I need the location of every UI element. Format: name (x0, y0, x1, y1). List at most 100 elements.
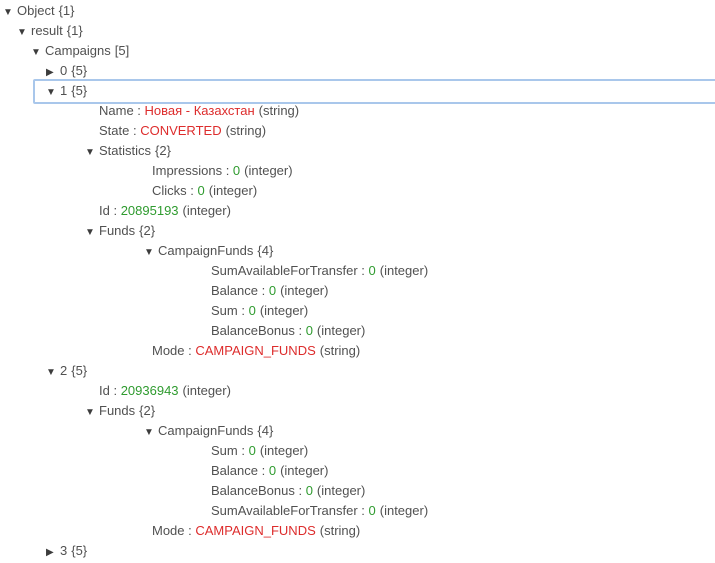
property-key: Sum (211, 303, 238, 318)
property-value: 20936943 (120, 383, 179, 398)
tree-node-row[interactable]: ▼2{5} (0, 361, 715, 381)
node-label[interactable]: Statistics (99, 143, 152, 158)
property-value: 0 (268, 463, 277, 478)
tree-node-row[interactable]: ▶ 3{5} (0, 541, 715, 561)
row-content: Mode : CAMPAIGN_FUNDS(string) (152, 341, 360, 361)
property-value: 0 (248, 443, 256, 458)
row-content: Impressions : 0(integer) (152, 161, 293, 181)
value-type-label: (integer) (208, 183, 258, 198)
row-content: ▶ 3{5} (46, 541, 87, 561)
collapse-triangle-icon[interactable]: ▼ (85, 227, 95, 238)
tree-leaf-row: Mode : CAMPAIGN_FUNDS(string) (0, 521, 715, 541)
collapse-triangle-icon[interactable]: ▼ (144, 427, 154, 438)
node-label[interactable]: CampaignFunds (158, 423, 254, 438)
tree-leaf-row: SumAvailableForTransfer : 0(integer) (0, 261, 715, 281)
value-type-label: (string) (319, 343, 361, 358)
row-content: ▶0{5} (46, 61, 87, 81)
key-value-separator: : (186, 183, 198, 198)
key-value-separator: : (109, 383, 121, 398)
row-content: ▼Object{1} (3, 1, 75, 21)
collapse-triangle-icon[interactable]: ▼ (46, 87, 56, 98)
row-content: Sum : 0(integer) (211, 441, 308, 461)
node-label[interactable]: Object (17, 3, 55, 18)
tree-node-row[interactable]: ▼CampaignFunds{4} (0, 421, 715, 441)
key-value-separator: : (294, 323, 306, 338)
tree-node-row[interactable]: ▼result{1} (0, 21, 715, 41)
property-key: State (99, 123, 130, 138)
property-key: Clicks (152, 183, 187, 198)
value-type-label: (integer) (280, 283, 329, 298)
child-count-badge: {2} (139, 403, 156, 418)
property-key: Id (99, 203, 110, 218)
key-value-separator: : (184, 343, 196, 358)
node-label[interactable]: 1 (60, 83, 68, 98)
tree-node-row[interactable]: ▼ Campaigns[5] (0, 41, 715, 61)
value-type-label: (integer) (316, 323, 366, 338)
tree-leaf-row: BalanceBonus : 0(integer) (0, 481, 715, 501)
value-type-label: (integer) (379, 503, 429, 518)
value-type-label: (integer) (259, 303, 309, 318)
node-label[interactable]: Funds (99, 223, 136, 238)
tree-node-row[interactable]: ▶0{5} (0, 61, 715, 81)
row-content: ▼ Funds{2} (85, 401, 155, 421)
tree-node-row[interactable]: ▼ Statistics{2} (0, 141, 715, 161)
collapse-triangle-icon[interactable]: ▼ (46, 367, 56, 378)
row-content: ▼CampaignFunds{4} (144, 421, 273, 441)
tree-node-row[interactable]: ▼Object{1} (0, 1, 715, 21)
value-type-label: (string) (258, 103, 300, 118)
child-count-badge: {5} (71, 543, 88, 558)
node-label[interactable]: 3 (60, 543, 68, 558)
row-content: SumAvailableForTransfer : 0(integer) (211, 501, 428, 521)
tree-node-row[interactable]: ▼Funds{2} (0, 221, 715, 241)
property-key: Impressions (152, 163, 223, 178)
child-count-badge: [5] (114, 43, 130, 58)
property-key: Mode (152, 523, 185, 538)
tree-node-row[interactable]: ▼ CampaignFunds{4} (0, 241, 715, 261)
tree-leaf-row: Id : 20936943(integer) (0, 381, 715, 401)
child-count-badge: {4} (257, 243, 274, 258)
tree-node-row[interactable]: ▼ Funds{2} (0, 401, 715, 421)
node-label[interactable]: Funds (99, 403, 136, 418)
value-type-label: (integer) (280, 463, 329, 478)
collapse-triangle-icon[interactable]: ▼ (144, 247, 154, 258)
collapse-triangle-icon[interactable]: ▼ (3, 7, 13, 18)
value-type-label: (string) (319, 523, 361, 538)
row-content: ▼result{1} (17, 21, 83, 41)
property-value: CAMPAIGN_FUNDS (195, 523, 316, 538)
row-content: Mode : CAMPAIGN_FUNDS(string) (152, 521, 360, 541)
node-label[interactable]: 2 (60, 363, 68, 378)
property-key: BalanceBonus (211, 323, 295, 338)
row-content: ▼1{5} (46, 81, 87, 101)
expand-triangle-icon[interactable]: ▶ (46, 67, 54, 78)
property-key: Name (99, 103, 134, 118)
node-label[interactable]: CampaignFunds (158, 243, 254, 258)
value-type-label: (integer) (182, 203, 231, 218)
node-label[interactable]: 0 (60, 63, 68, 78)
node-label[interactable]: Campaigns (45, 43, 111, 58)
row-content: ▼ Campaigns[5] (31, 41, 129, 61)
property-value: CAMPAIGN_FUNDS (195, 343, 316, 358)
row-content: State : CONVERTED(string) (99, 121, 266, 141)
collapse-triangle-icon[interactable]: ▼ (17, 27, 27, 38)
property-value: 0 (268, 283, 277, 298)
collapse-triangle-icon[interactable]: ▼ (85, 407, 95, 418)
tree-node-row[interactable]: ▼1{5} (0, 79, 715, 104)
tree-leaf-row: Balance : 0(integer) (0, 281, 715, 301)
row-content: BalanceBonus : 0(integer) (211, 481, 365, 501)
property-value: 20895193 (120, 203, 179, 218)
child-count-badge: {2} (155, 143, 171, 158)
row-content: BalanceBonus : 0(integer) (211, 321, 365, 341)
node-label[interactable]: result (31, 23, 63, 38)
property-value: 0 (368, 503, 376, 518)
key-value-separator: : (294, 483, 306, 498)
collapse-triangle-icon[interactable]: ▼ (31, 47, 41, 58)
collapse-triangle-icon[interactable]: ▼ (85, 147, 95, 158)
row-content: Id : 20895193(integer) (99, 201, 231, 221)
tree-leaf-row: Balance : 0(integer) (0, 461, 715, 481)
key-value-separator: : (237, 303, 249, 318)
row-content: ▼Funds{2} (85, 221, 155, 241)
expand-triangle-icon[interactable]: ▶ (46, 547, 54, 558)
value-type-label: (string) (225, 123, 267, 138)
tree-leaf-row: Name : Новая - Казахстан(string) (0, 101, 715, 121)
row-content: ▼ CampaignFunds{4} (144, 241, 273, 261)
